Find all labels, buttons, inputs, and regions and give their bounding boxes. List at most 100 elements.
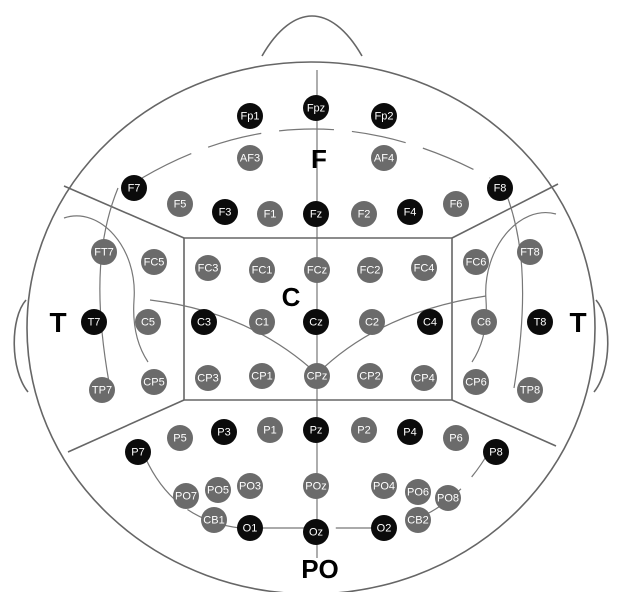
electrode-label: FC1 [252,265,273,277]
electrode-label: F3 [219,207,232,219]
electrode-p7: P7 [125,439,151,465]
temporal-left-arc [64,216,148,362]
electrode-label: PO6 [407,487,429,499]
electrode-cp3: CP3 [195,365,221,391]
electrode-f7: F7 [121,175,147,201]
electrode-label: CP1 [251,371,272,383]
electrode-label: FC4 [414,263,435,275]
electrode-cz: Cz [303,309,329,335]
electrode-c5: C5 [135,309,161,335]
electrode-label: AF3 [240,153,260,165]
electrode-cb2: CB2 [405,507,431,533]
electrode-label: CP4 [413,373,434,385]
electrode-label: CP2 [359,371,380,383]
electrode-label: P3 [217,427,230,439]
electrode-label: C6 [477,317,491,329]
electrode-cp5: CP5 [141,369,167,395]
electrode-label: Fpz [307,103,325,115]
electrode-cpz: CPz [304,363,330,389]
electrode-c1: C1 [249,309,275,335]
electrode-fc1: FC1 [249,257,275,283]
electrode-f8: F8 [487,175,513,201]
electrode-label: F6 [450,199,463,211]
electrode-o1: O1 [237,515,263,541]
electrode-label: F2 [358,209,371,221]
region-label-temporal-right: T [569,307,586,338]
electrode-label: POz [305,481,326,493]
right-ear-outline [594,300,608,392]
electrode-label: P6 [449,433,462,445]
electrode-fcz: FCz [304,257,330,283]
left-ear-outline [14,300,28,392]
electrode-label: CP6 [465,377,486,389]
electrode-c6: C6 [471,309,497,335]
electrode-label: F1 [264,209,277,221]
electrode-label: C5 [141,317,155,329]
electrode-label: CPz [307,371,328,383]
electrode-f2: F2 [351,201,377,227]
electrode-label: AF4 [374,153,394,165]
region-label-parieto-occipital: PO [301,554,339,584]
electrode-po6: PO6 [405,479,431,505]
electrode-label: O2 [377,523,392,535]
electrode-p1: P1 [257,417,283,443]
electrode-c4: C4 [417,309,443,335]
electrode-t8: T8 [527,309,553,335]
electrode-cp2: CP2 [357,363,383,389]
electrode-cb1: CB1 [201,507,227,533]
electrode-po3: PO3 [237,473,263,499]
electrode-label: C3 [197,317,211,329]
electrode-label: PO8 [437,493,459,505]
electrode-af3: AF3 [237,145,263,171]
electrode-label: TP7 [92,385,112,397]
divider-lower-left [68,400,184,452]
electrode-label: P8 [489,447,502,459]
electrode-label: P4 [403,427,416,439]
electrode-label: P5 [173,433,186,445]
electrode-label: CB2 [407,515,428,527]
electrode-f1: F1 [257,201,283,227]
nose-outline [262,16,362,56]
electrode-label: Pz [310,425,323,437]
electrode-ft7: FT7 [91,239,117,265]
electrode-f4: F4 [397,199,423,225]
electrode-c3: C3 [191,309,217,335]
electrode-fp1: Fp1 [237,103,263,129]
electrode-p3: P3 [211,419,237,445]
electrode-p5: P5 [167,425,193,451]
electrode-af4: AF4 [371,145,397,171]
electrode-label: FC6 [466,257,487,269]
electrode-fc3: FC3 [195,255,221,281]
electrode-ft8: FT8 [517,239,543,265]
electrode-p2: P2 [351,417,377,443]
electrode-pz: Pz [303,417,329,443]
electrode-po7: PO7 [173,483,199,509]
region-label-temporal-left: T [49,307,66,338]
electrode-label: FT8 [520,247,540,259]
electrode-p6: P6 [443,425,469,451]
electrode-poz: POz [303,473,329,499]
electrode-po5: PO5 [205,477,231,503]
electrode-fz: Fz [303,201,329,227]
electrode-label: FC5 [144,257,165,269]
temporal-right-arc [472,213,556,362]
electrode-c2: C2 [359,309,385,335]
electrode-fc2: FC2 [357,257,383,283]
electrode-t7: T7 [81,309,107,335]
electrode-p4: P4 [397,419,423,445]
electrode-fpz: Fpz [303,95,329,121]
electrode-label: F5 [174,199,187,211]
electrode-label: PO7 [175,491,197,503]
electrode-label: Fp2 [375,111,394,123]
electrode-label: Cz [309,317,322,329]
electrode-label: Fz [310,209,322,221]
electrode-label: TP8 [520,385,540,397]
electrode-label: FC2 [360,265,381,277]
region-label-central: C [282,282,301,312]
electrode-fc5: FC5 [141,249,167,275]
electrode-label: F8 [494,183,507,195]
electrode-label: CP3 [197,373,218,385]
electrode-label: T8 [534,317,547,329]
electrode-tp8: TP8 [517,377,543,403]
